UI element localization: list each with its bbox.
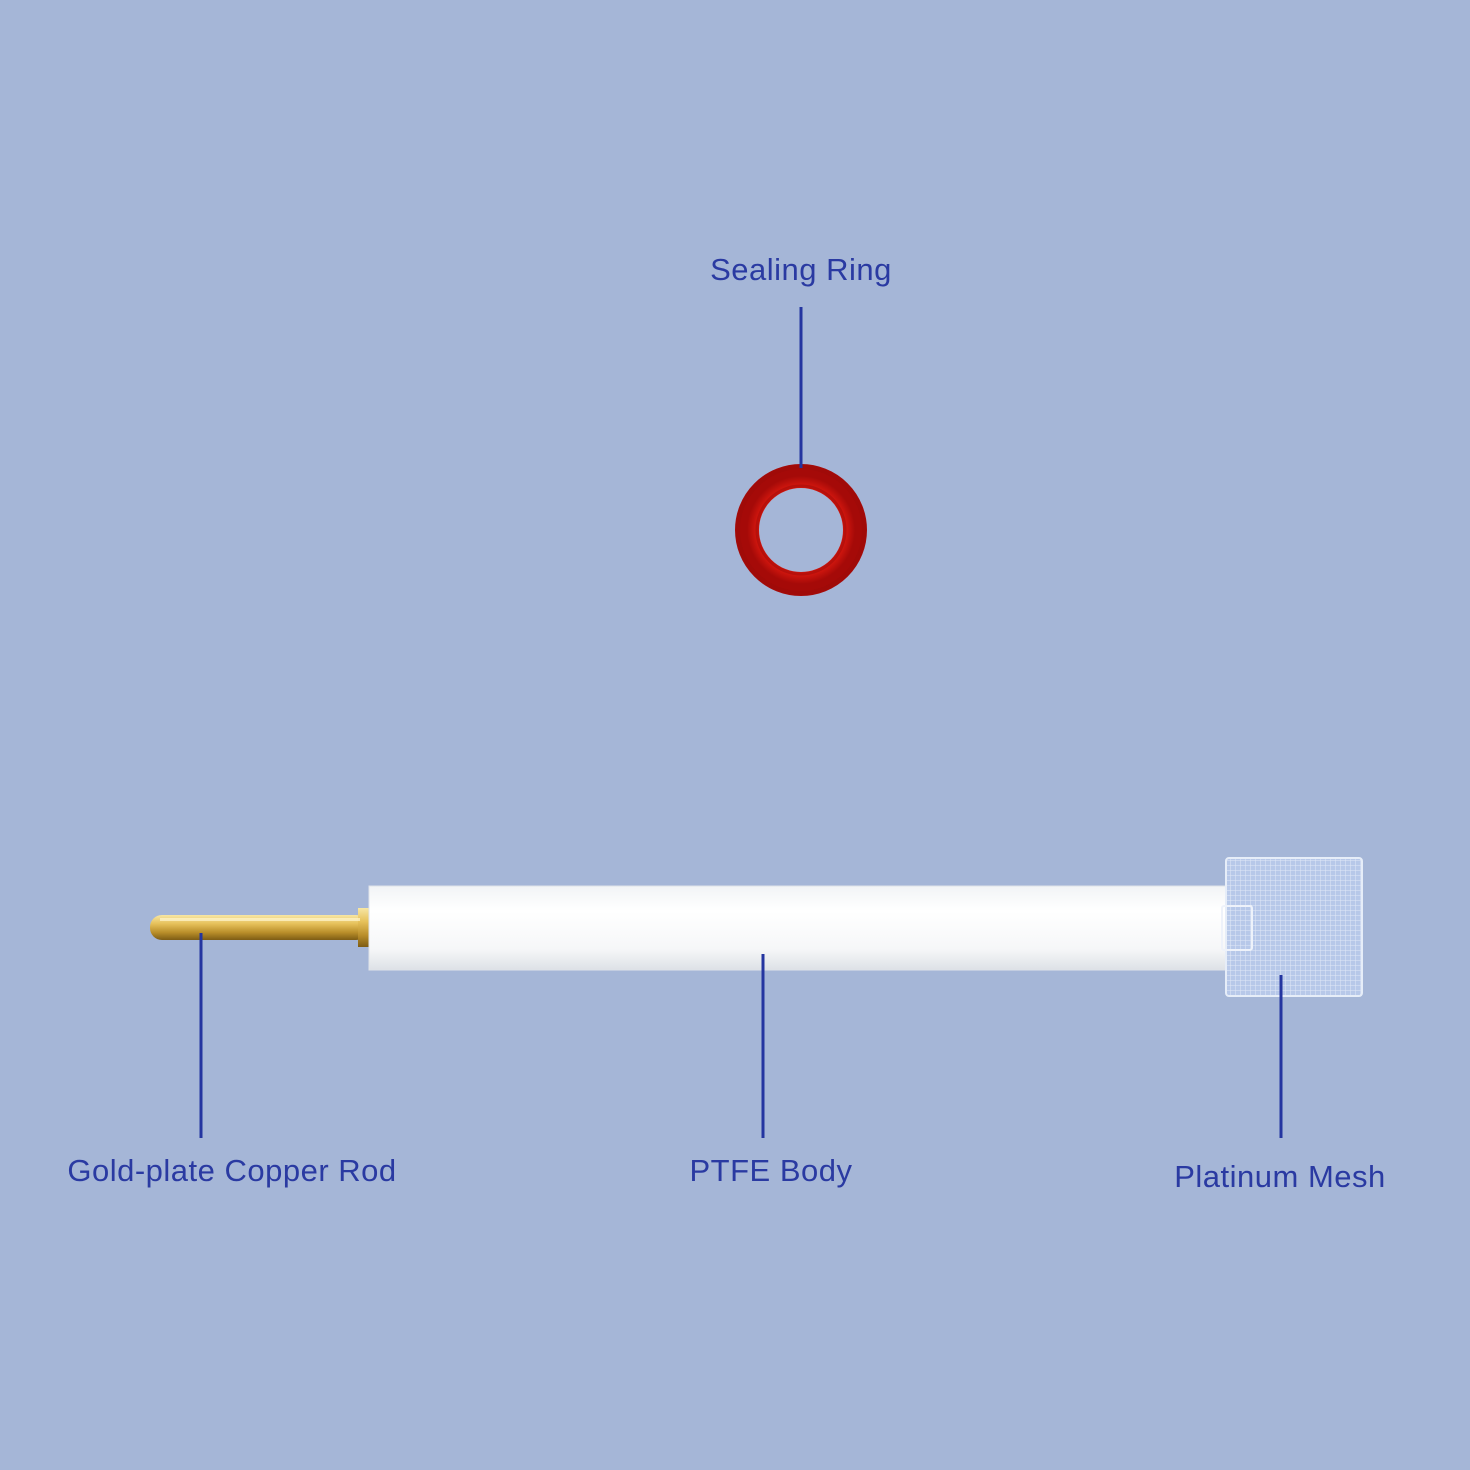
sealing-ring [735, 464, 867, 596]
platinum-mesh [1221, 857, 1363, 997]
ptfe-body [368, 885, 1232, 971]
rod-label: Gold-plate Copper Rod [67, 1153, 397, 1188]
gold-plate-copper-rod [150, 908, 370, 947]
sealing-ring-label: Sealing Ring [710, 252, 892, 287]
mesh-label: Platinum Mesh [1174, 1159, 1386, 1194]
body-label: PTFE Body [689, 1153, 853, 1188]
